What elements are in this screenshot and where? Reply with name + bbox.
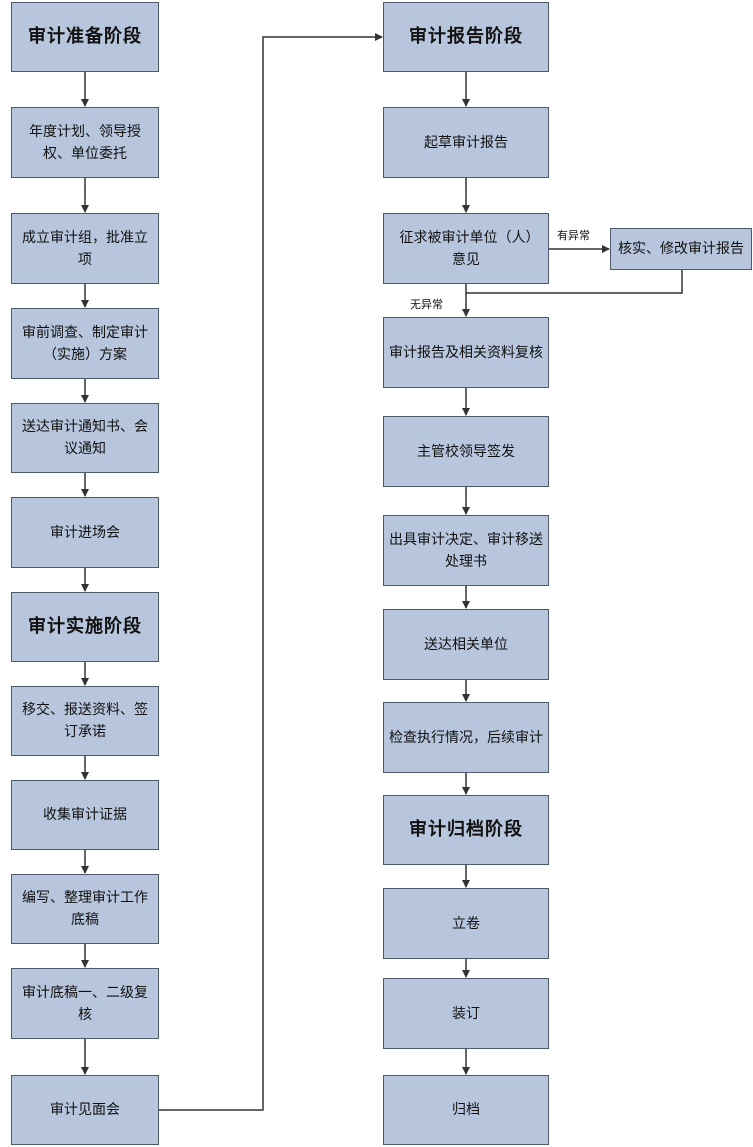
step-report-review: 审计报告及相关资料复核: [383, 317, 549, 388]
stage-audit-report: 审计报告阶段: [383, 2, 549, 72]
stage-audit-preparation: 审计准备阶段: [11, 2, 159, 72]
step-file-volume: 立卷: [383, 888, 549, 959]
step-leader-sign-off: 主管校领导签发: [383, 416, 549, 487]
step-entry-meeting: 审计进场会: [11, 497, 159, 568]
label-normal: 无异常: [410, 298, 443, 311]
step-send-notice: 送达审计通知书、会议通知: [11, 403, 159, 473]
step-pre-audit-survey: 审前调查、制定审计（实施）方案: [11, 308, 159, 379]
step-solicit-opinion: 征求被审计单位（人）意见: [383, 213, 549, 284]
step-verify-revise-report: 核实、修改审计报告: [610, 228, 752, 270]
step-transfer-materials: 移交、报送资料、签订承诺: [11, 686, 159, 756]
step-compile-working-papers: 编写、整理审计工作底稿: [11, 874, 159, 944]
step-exit-meeting: 审计见面会: [11, 1075, 159, 1145]
stage-audit-implementation: 审计实施阶段: [11, 592, 159, 662]
arrow-exit-to-report-stage: [159, 33, 383, 1111]
step-annual-plan: 年度计划、领导授权、单位委托: [11, 107, 159, 178]
step-review-working-papers: 审计底稿一、二级复核: [11, 968, 159, 1039]
step-check-execution: 检查执行情况，后续审计: [383, 702, 549, 773]
step-deliver-to-units: 送达相关单位: [383, 609, 549, 680]
arrow-verify-back: [466, 270, 683, 294]
label-abnormal: 有异常: [557, 229, 590, 242]
step-archive: 归档: [383, 1075, 549, 1145]
step-binding: 装订: [383, 978, 549, 1049]
step-draft-report: 起草审计报告: [383, 107, 549, 178]
step-collect-evidence: 收集审计证据: [11, 780, 159, 850]
step-issue-audit-decision: 出具审计决定、审计移送处理书: [383, 515, 549, 586]
stage-audit-archiving: 审计归档阶段: [383, 795, 549, 865]
step-form-audit-team: 成立审计组，批准立项: [11, 213, 159, 284]
